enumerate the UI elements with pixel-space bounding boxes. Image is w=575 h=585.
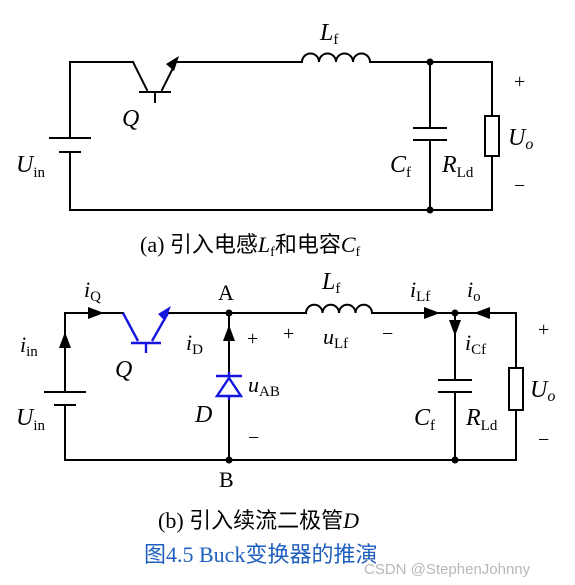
source-a-label: Uin — [16, 152, 46, 181]
io-arrow-icon — [474, 307, 490, 319]
output-a-label: Uo — [508, 125, 533, 153]
inductor-b — [304, 303, 374, 315]
capacitor-a-label: Cf — [390, 152, 411, 181]
switch-b-label: Q — [115, 357, 132, 383]
iq-label: iQ — [84, 277, 101, 305]
load-a-label: RLd — [441, 152, 474, 181]
wire-a-top-right — [369, 61, 493, 117]
diode-d — [214, 372, 244, 400]
icf-arrow-icon — [449, 320, 461, 336]
iin-label: iin — [20, 332, 38, 360]
node-b-a — [225, 309, 233, 317]
id-arrow-icon — [223, 325, 235, 341]
uab-label: uAB — [248, 372, 280, 400]
ulf-plus: + — [283, 323, 294, 345]
wire-b-left-low — [64, 404, 517, 461]
node-b-cap-top — [451, 309, 459, 317]
output-a-plus: + — [514, 71, 525, 93]
load-resistor-a — [484, 115, 500, 157]
id-label: iD — [186, 330, 203, 358]
source-b — [44, 391, 86, 406]
watermark: CSDN @StephenJohnny — [364, 561, 531, 578]
ilf-arrow-icon — [424, 307, 440, 319]
wire-a-left-low — [69, 151, 493, 211]
diode-b-label: D — [194, 402, 212, 428]
ulf-minus: − — [382, 323, 393, 345]
switch-q-a — [131, 56, 179, 103]
load-resistor-b — [508, 367, 524, 411]
output-b-minus: − — [538, 429, 549, 451]
node-a-bottom — [426, 206, 434, 214]
node-b-label: B — [219, 467, 234, 492]
caption-a: (a) 引入电感Lf和电容Cf — [140, 232, 361, 260]
capacitor-b-label: Cf — [414, 405, 435, 434]
uab-plus: + — [247, 328, 258, 350]
output-a-minus: − — [514, 175, 525, 197]
capacitor-a — [413, 127, 447, 141]
output-b-label: Uo — [530, 377, 555, 405]
source-a — [49, 137, 91, 153]
inductor-a — [300, 52, 372, 64]
ulf-label: uLf — [323, 324, 348, 352]
node-b-b — [225, 456, 233, 464]
io-label: io — [467, 277, 481, 305]
capacitor-b — [438, 379, 472, 393]
wire-b-top-right — [371, 312, 517, 369]
output-b-plus: + — [538, 319, 549, 341]
source-b-label: Uin — [16, 405, 46, 434]
inductor-b-label: Lf — [321, 269, 340, 297]
switch-q-b-arrow-icon — [158, 306, 171, 321]
switch-a-label: Q — [122, 106, 139, 132]
iin-arrow-icon — [59, 332, 71, 348]
icf-label: iCf — [465, 330, 486, 358]
uab-minus: − — [248, 427, 259, 449]
caption-b: (b) 引入续流二极管D — [158, 508, 359, 533]
ilf-label: iLf — [410, 277, 430, 305]
node-a-top — [426, 58, 434, 66]
figure-title: 图4.5 Buck变换器的推演 — [144, 542, 377, 567]
diagram-b: iQ A Lf iLf io iin iD + + uLf − iCf + Q … — [16, 269, 555, 533]
load-b-label: RLd — [465, 405, 498, 434]
switch-q-b — [121, 306, 171, 353]
node-b-cap-bot — [451, 456, 459, 464]
inductor-a-label: Lf — [319, 20, 338, 48]
iq-arrow-icon — [88, 307, 104, 319]
diagram-a: Lf Q Uin Cf RLd + Uo − (a) 引入电感Lf和电容Cf — [16, 20, 533, 260]
switch-q-a-arrow-icon — [166, 56, 179, 71]
node-a-label: A — [218, 280, 234, 305]
diode-d-triangle — [214, 375, 244, 398]
